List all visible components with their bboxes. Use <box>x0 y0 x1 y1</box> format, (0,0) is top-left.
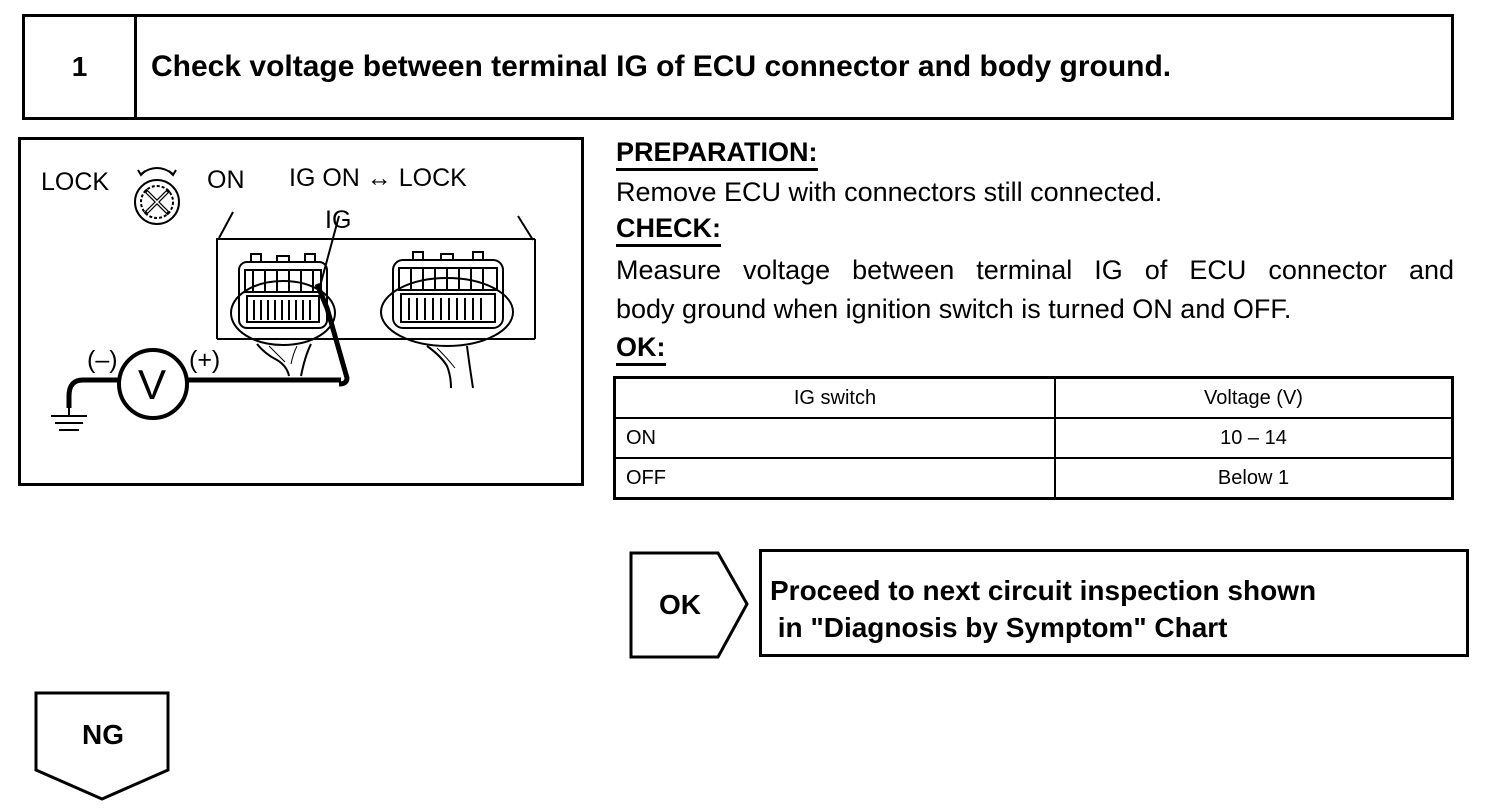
voltage-cell: 10 – 14 <box>1054 417 1454 459</box>
ok-result-text: Proceed to next circuit inspection shown… <box>770 572 1316 646</box>
positive-terminal-label: (+) <box>189 346 220 374</box>
table-header-row: IG switch Voltage (V) <box>613 376 1454 419</box>
check-text-line-2: body ground when ignition switch is turn… <box>616 294 1292 324</box>
switch-position-label: IG ON ↔ LOCK <box>289 164 467 192</box>
negative-terminal-label: (–) <box>87 346 118 374</box>
step-title: Check voltage between terminal IG of ECU… <box>151 50 1172 83</box>
ok-result-line-1: Proceed to next circuit inspection shown <box>770 575 1317 606</box>
ecu-connector-icon <box>216 211 536 389</box>
table-row: OFF Below 1 <box>613 457 1454 500</box>
wiring-diagram-svg: LOCK ON IG ON ↔ LOCK IG <box>41 164 536 431</box>
check-text: Measure voltage between terminal IG of E… <box>616 251 1454 329</box>
preparation-heading-text: PREPARATION: <box>616 137 818 171</box>
ok-heading: OK: <box>616 332 666 366</box>
ig-switch-cell: ON <box>613 417 1056 459</box>
voltage-cell: Below 1 <box>1054 457 1454 500</box>
ok-heading-text: OK: <box>616 332 666 366</box>
check-heading: CHECK: <box>616 213 721 247</box>
ng-arrow-box <box>34 691 170 801</box>
voltmeter-icon: V <box>66 348 341 420</box>
column-header-voltage: Voltage (V) <box>1054 376 1454 419</box>
ignition-switch-icon <box>134 167 180 225</box>
lock-label: LOCK <box>41 168 109 196</box>
ok-arrow-box <box>629 551 749 659</box>
check-text-line-1: Measure voltage between terminal IG of E… <box>616 255 1454 285</box>
ng-branch-label: NG <box>82 719 124 750</box>
step-number: 1 <box>25 17 137 117</box>
preparation-text: Remove ECU with connectors still connect… <box>616 177 1163 207</box>
on-label: ON <box>207 166 245 194</box>
test-lead <box>314 215 350 387</box>
ok-branch-label: OK <box>659 589 701 620</box>
voltage-spec-table: IG switch Voltage (V) ON 10 – 14 OFF Bel… <box>613 376 1454 500</box>
preparation-heading: PREPARATION: <box>616 137 818 171</box>
ok-result-line-2: in "Diagnosis by Symptom" Chart <box>770 612 1228 643</box>
table-row: ON 10 – 14 <box>613 417 1454 459</box>
meter-symbol: V <box>138 361 166 408</box>
check-heading-text: CHECK: <box>616 213 721 247</box>
ground-icon <box>51 406 87 431</box>
wiring-illustration: LOCK ON IG ON ↔ LOCK IG <box>18 137 584 486</box>
ig-switch-cell: OFF <box>613 457 1056 500</box>
ok-result-box: Proceed to next circuit inspection shown… <box>759 549 1469 657</box>
column-header-ig-switch: IG switch <box>613 376 1056 419</box>
step-header: 1 Check voltage between terminal IG of E… <box>22 14 1454 120</box>
